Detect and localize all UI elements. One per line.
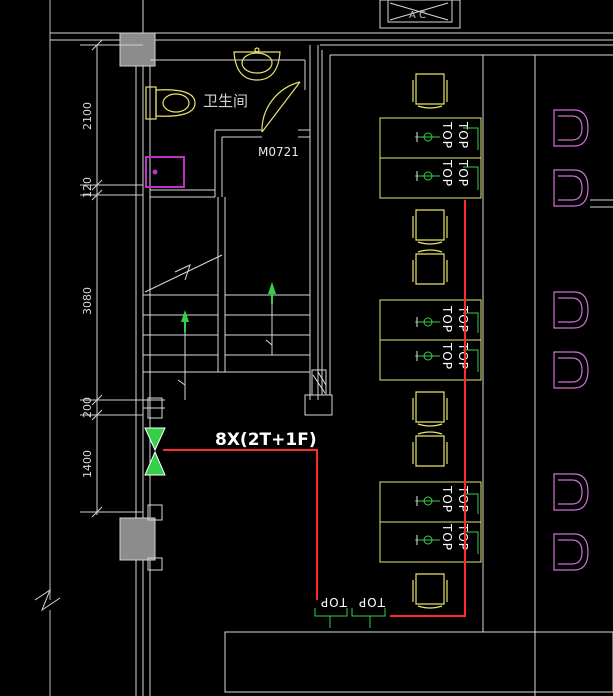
wiring-note-label: 8X(2T+1F): [215, 430, 317, 450]
chair-icon: [412, 573, 448, 609]
up-arrow-icon: [181, 282, 276, 332]
dim-label-0: 2100: [81, 102, 94, 130]
dim-label-1: 120: [81, 177, 94, 198]
outlet-tag: TOP: [440, 485, 454, 513]
chair-icon: [412, 431, 448, 467]
workstation-desks: [379, 117, 482, 563]
outlet-tag: TOP: [456, 523, 470, 551]
outlet-tag: TOP: [440, 523, 454, 551]
outlet-tag: TOP: [456, 159, 470, 187]
outlet-tag: TOP: [456, 305, 470, 333]
sink-icon: [233, 47, 281, 81]
outlet-tag: TOP: [440, 121, 454, 149]
chair-icon: [412, 249, 448, 285]
desk-6: [379, 521, 482, 563]
floor-drain-icon: [145, 156, 185, 188]
building-walls: [34, 0, 613, 696]
outlet-tag: TOP: [440, 159, 454, 187]
outlet-tag: TOP: [456, 485, 470, 513]
toilet-icon: [145, 86, 196, 120]
chair-icon: [553, 351, 589, 389]
dim-label-3: 200: [81, 397, 94, 418]
chair-icon: [553, 291, 589, 329]
chair-icon: [553, 109, 589, 147]
outlet-markers: [314, 127, 479, 628]
outlet-tag: TOP: [456, 121, 470, 149]
column-bottom: [119, 517, 156, 561]
outlet-labels: TOP TOP TOP TOP TOP TOP TOP TOP TOP TOP …: [320, 121, 470, 609]
dim-label-2: 3080: [81, 287, 94, 315]
chair-icon: [412, 73, 448, 109]
chair-icon: [412, 209, 448, 245]
ac-tag-label: A C: [409, 10, 426, 21]
side-chairs: [553, 109, 589, 571]
restroom-fixtures: 卫生间 M0721: [145, 47, 301, 188]
outlet-tag: TOP: [320, 595, 348, 609]
column-top: [119, 32, 156, 67]
chair-icon: [412, 391, 448, 427]
network-wiring: [163, 200, 466, 617]
desk-2: [379, 157, 482, 199]
chair-icon: [553, 473, 589, 511]
outlet-tag: TOP: [358, 595, 386, 609]
outlet-tag: TOP: [440, 305, 454, 333]
restroom-label: 卫生间: [203, 92, 248, 110]
dimension-chain: 2100 120 3080 200 1400: [80, 39, 143, 518]
chair-icon: [553, 533, 589, 571]
distribution-box-icon: [144, 427, 166, 476]
outlet-tag: TOP: [456, 342, 470, 370]
door-icon: [261, 81, 301, 133]
desk-4: [379, 339, 482, 381]
dim-label-4: 1400: [81, 450, 94, 478]
outlet-tag: TOP: [440, 342, 454, 370]
door-code-label: M0721: [258, 145, 299, 159]
chair-icon: [553, 169, 589, 207]
desk-chairs: [412, 73, 448, 609]
